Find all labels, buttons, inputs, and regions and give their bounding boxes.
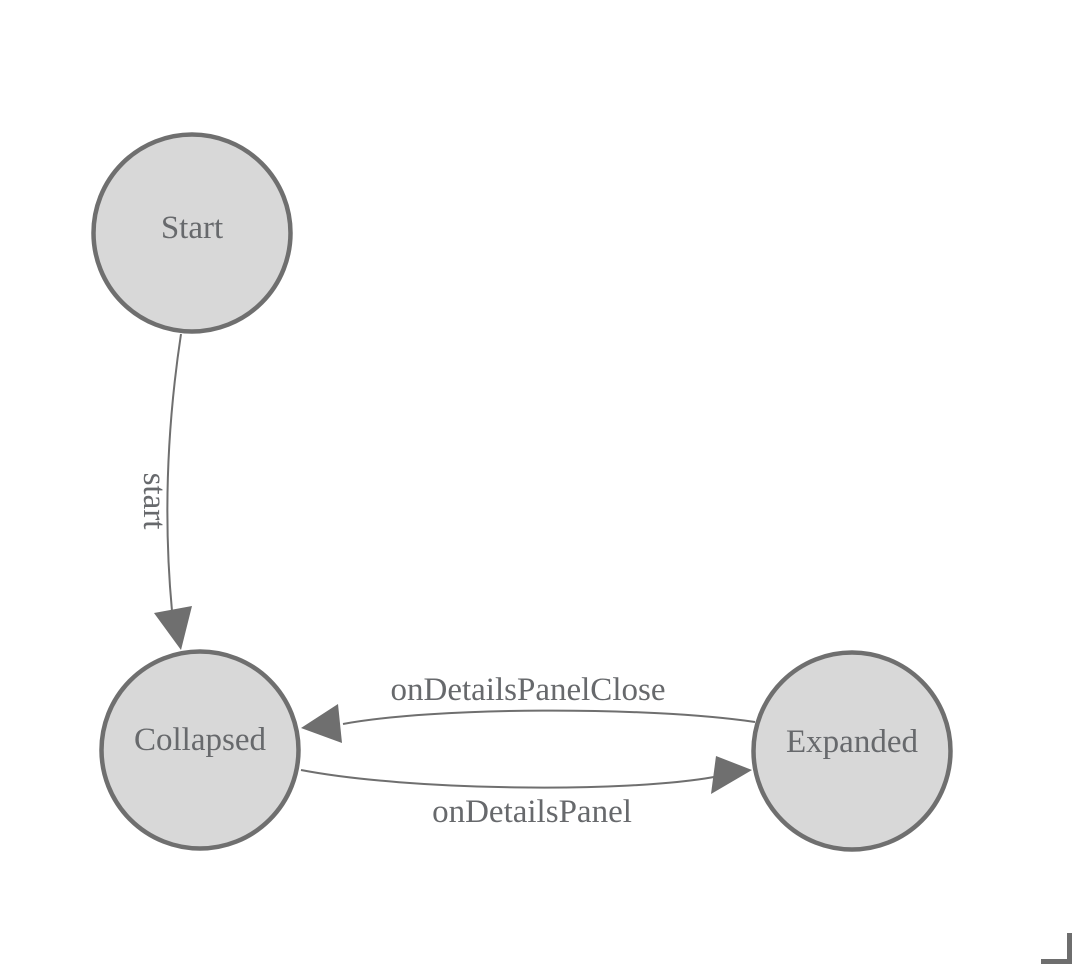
transition-start-line	[166, 333, 182, 612]
state-node-collapsed-label: Collapsed	[134, 722, 266, 758]
transition-ondetailspanel-line	[300, 769, 715, 789]
transition-ondetailspanelclose: onDetailsPanelClose	[301, 672, 756, 743]
transition-ondetailspanel-label: onDetailsPanel	[432, 794, 632, 830]
state-node-start[interactable]: Start	[91, 132, 293, 334]
state-node-collapsed[interactable]: Collapsed	[99, 649, 301, 851]
transition-ondetailspanel: onDetailsPanel	[300, 756, 752, 830]
canvas-corner-mark	[1041, 933, 1072, 964]
transition-ondetailspanelclose-label: onDetailsPanelClose	[391, 672, 666, 708]
state-node-expanded-circle[interactable]	[751, 650, 953, 852]
state-node-expanded-label: Expanded	[786, 724, 918, 760]
state-node-start-circle[interactable]	[91, 132, 293, 334]
transition-start-arrowhead	[154, 606, 192, 650]
state-node-collapsed-circle[interactable]	[99, 649, 301, 851]
state-node-start-label: Start	[161, 210, 223, 246]
transition-start-label: start	[136, 473, 172, 530]
transition-ondetailspanelclose-line	[342, 709, 756, 725]
state-node-expanded[interactable]: Expanded	[751, 650, 953, 852]
transition-ondetailspanel-arrowhead	[711, 756, 752, 794]
transition-start: start	[136, 333, 192, 650]
transition-ondetailspanelclose-arrowhead	[301, 704, 342, 743]
